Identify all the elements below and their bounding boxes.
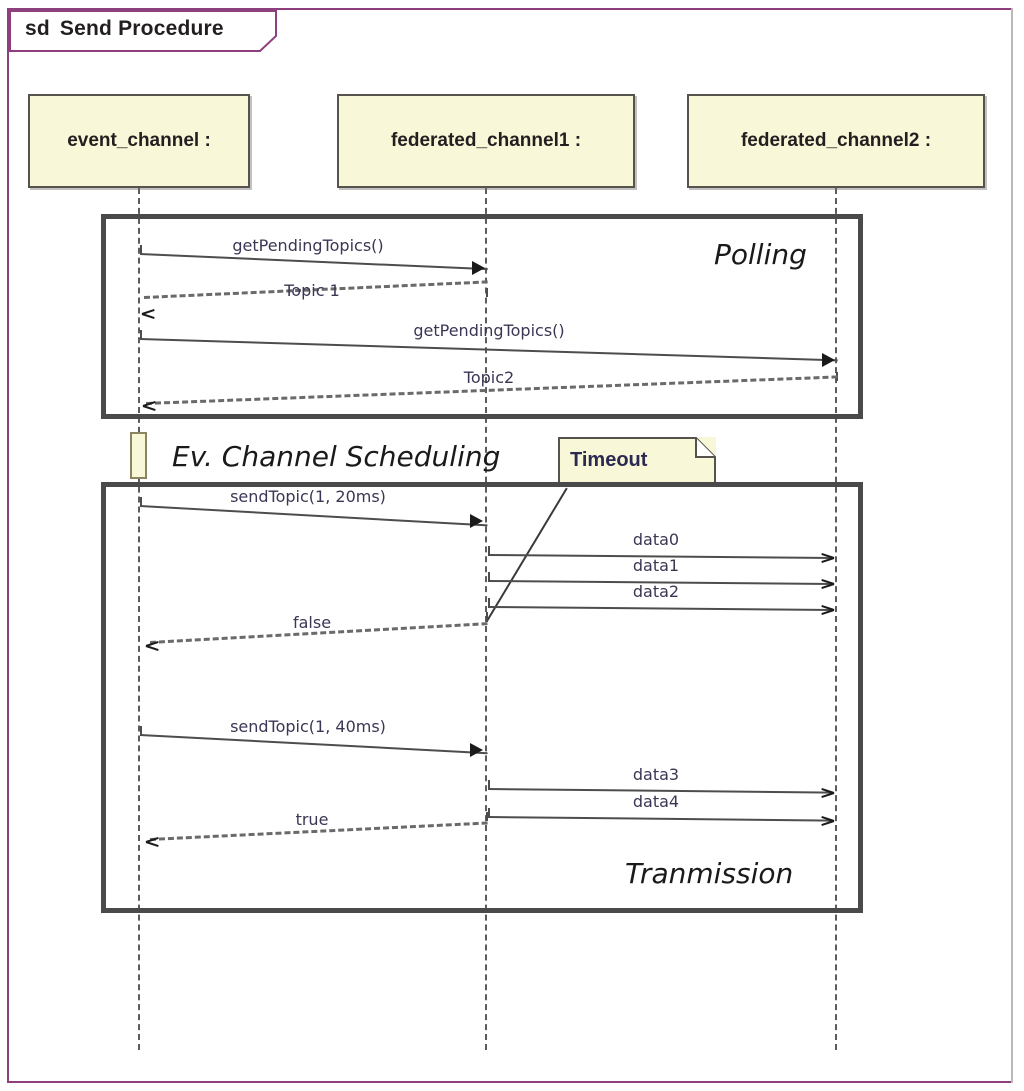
message-label-getpendingtopics-2: getPendingTopics() (413, 321, 565, 340)
lifeline-head-label: event_channel : (67, 130, 211, 151)
message-origin-stub (140, 330, 142, 339)
message-label-false: false (292, 613, 332, 632)
message-origin-stub (836, 372, 838, 381)
message-label-data4: data4 (632, 792, 680, 811)
message-label-topic2: Topic2 (463, 368, 515, 387)
lifeline-federated-channel2 (835, 188, 837, 1050)
note-timeout[interactable]: Timeout (558, 437, 716, 487)
message-origin-stub (488, 780, 490, 789)
message-origin-stub (488, 808, 490, 817)
message-label-data3: data3 (632, 765, 680, 784)
region-tranmission (101, 482, 863, 913)
lifeline-head-event-channel[interactable]: event_channel : (28, 94, 250, 188)
lifeline-head-federated-channel2[interactable]: federated_channel2 : (687, 94, 985, 188)
message-origin-stub (488, 572, 490, 581)
message-origin-stub (486, 812, 488, 821)
message-label-true: true (295, 810, 329, 829)
message-arrowhead (470, 743, 483, 757)
message-arrowhead (472, 261, 485, 275)
activation-bar-event-channel (130, 432, 147, 479)
message-label-data0: data0 (632, 530, 680, 549)
frame-title: sd Send Procedure (25, 17, 224, 41)
message-label-sendtopic-40ms: sendTopic(1, 40ms) (230, 717, 386, 736)
region-polling (101, 214, 863, 419)
region-tranmission-label: Tranmission (625, 857, 794, 890)
label-ev-channel-scheduling: Ev. Channel Scheduling (172, 440, 501, 473)
canvas-right-edge (1011, 8, 1013, 1083)
note-shape (558, 437, 716, 487)
message-origin-stub (140, 497, 142, 506)
region-polling-label: Polling (714, 238, 807, 271)
lifeline-head-federated-channel1[interactable]: federated_channel1 : (337, 94, 635, 188)
note-timeout-label: Timeout (570, 449, 648, 471)
message-label-topic1: Topic 1 (284, 281, 340, 300)
message-arrowhead (470, 514, 483, 528)
message-arrowhead (822, 353, 835, 367)
message-label-sendtopic-20ms: sendTopic(1, 20ms) (230, 487, 386, 506)
lifeline-head-label: federated_channel2 : (740, 130, 932, 151)
message-origin-stub (486, 612, 488, 622)
message-label-data2: data2 (632, 582, 680, 601)
frame-tab-shape (9, 10, 277, 52)
message-label-getpendingtopics-1: getPendingTopics() (232, 236, 384, 255)
lifeline-event-channel (138, 188, 140, 1050)
frame-header-tab: sd Send Procedure (9, 10, 277, 52)
message-origin-stub (140, 726, 142, 735)
lifeline-head-label: federated_channel1 : (390, 130, 582, 151)
message-origin-stub (488, 598, 490, 607)
frame-keyword: sd (25, 17, 50, 40)
message-origin-stub (140, 245, 142, 254)
message-origin-stub (488, 546, 490, 555)
frame-title-text: Send Procedure (59, 17, 224, 40)
message-origin-stub (486, 288, 488, 297)
message-label-data1: data1 (632, 556, 680, 575)
